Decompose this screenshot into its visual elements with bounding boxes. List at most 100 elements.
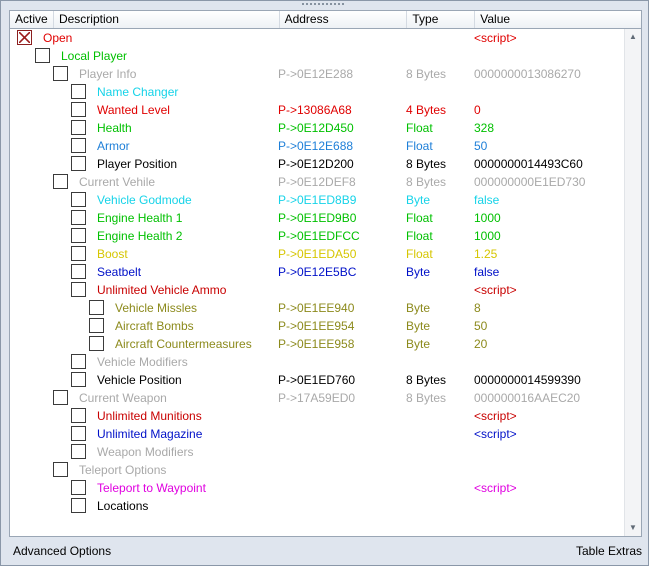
entry-value[interactable]: 50 (474, 139, 488, 153)
entry-type[interactable]: Byte (406, 319, 431, 333)
entry-address[interactable]: P->0E1ED8B9 (278, 193, 357, 207)
entry-type[interactable]: Byte (406, 193, 431, 207)
table-row[interactable]: Seatbelt P->0E12E5BC Byte false (10, 263, 625, 281)
entry-type[interactable]: 8 Bytes (406, 373, 447, 387)
entry-description[interactable]: Open (43, 31, 73, 45)
entry-type[interactable]: Float (406, 121, 433, 135)
entry-type[interactable]: Byte (406, 301, 431, 315)
table-row[interactable]: Weapon Modifiers (10, 443, 625, 461)
entry-type[interactable]: Float (406, 211, 433, 225)
entry-value[interactable]: false (474, 265, 500, 279)
entry-address[interactable]: P->0E12D450 (278, 121, 354, 135)
entry-value[interactable]: 1.25 (474, 247, 498, 261)
entry-type[interactable]: Float (406, 139, 433, 153)
active-checkbox[interactable] (71, 120, 86, 135)
entry-value[interactable]: 1000 (474, 229, 501, 243)
active-checkbox[interactable] (89, 336, 104, 351)
entry-value[interactable]: <script> (474, 409, 517, 423)
entry-description[interactable]: Engine Health 1 (97, 211, 183, 225)
active-checkbox[interactable] (71, 444, 86, 459)
vertical-scrollbar[interactable]: ▲ ▼ (624, 29, 641, 536)
active-checkbox[interactable] (71, 246, 86, 261)
table-row[interactable]: Armor P->0E12E688 Float 50 (10, 137, 625, 155)
entry-description[interactable]: Player Position (97, 157, 178, 171)
entry-description[interactable]: Aircraft Bombs (115, 319, 194, 333)
entry-description[interactable]: Seatbelt (97, 265, 142, 279)
entry-description[interactable]: Armor (97, 139, 130, 153)
table-row[interactable]: Name Changer (10, 83, 625, 101)
entry-type[interactable]: 4 Bytes (406, 103, 447, 117)
entry-address[interactable]: P->0E1ED9B0 (278, 211, 357, 225)
entry-address[interactable]: P->0E12E688 (278, 139, 354, 153)
column-active[interactable]: Active (10, 11, 54, 28)
resize-grip-icon[interactable] (301, 2, 345, 7)
entry-description[interactable]: Local Player (61, 49, 128, 63)
entry-value[interactable]: 8 (474, 301, 481, 315)
entry-description[interactable]: Boost (97, 247, 128, 261)
entry-value[interactable]: 0000000014599390 (474, 373, 581, 387)
entry-value[interactable]: false (474, 193, 500, 207)
entry-description[interactable]: Player Info (79, 67, 137, 81)
entry-value[interactable]: <script> (474, 427, 517, 441)
active-checkbox[interactable] (89, 300, 104, 315)
entry-address[interactable]: P->0E12DEF8 (278, 175, 356, 189)
active-checkbox[interactable] (53, 390, 68, 405)
entry-description[interactable]: Wanted Level (97, 103, 170, 117)
entry-value[interactable]: <script> (474, 283, 517, 297)
active-checkbox-checked-icon[interactable] (17, 30, 32, 45)
entry-type[interactable]: Float (406, 229, 433, 243)
entry-description[interactable]: Vehicle Position (97, 373, 182, 387)
scroll-down-arrow-icon[interactable]: ▼ (629, 523, 637, 532)
active-checkbox[interactable] (71, 138, 86, 153)
active-checkbox[interactable] (89, 318, 104, 333)
entry-address[interactable]: P->0E12E288 (278, 67, 354, 81)
entry-description[interactable]: Teleport to Waypoint (97, 481, 206, 495)
entry-address[interactable]: P->0E1EE954 (278, 319, 355, 333)
entry-type[interactable]: Float (406, 247, 433, 261)
table-row[interactable]: Teleport to Waypoint <script> (10, 479, 625, 497)
active-checkbox[interactable] (71, 372, 86, 387)
active-checkbox[interactable] (71, 210, 86, 225)
entry-value[interactable]: 0000000013086270 (474, 67, 581, 81)
entry-type[interactable]: Byte (406, 337, 431, 351)
entry-address[interactable]: P->0E12D200 (278, 157, 354, 171)
entry-address[interactable]: P->17A59ED0 (278, 391, 356, 405)
entry-address[interactable]: P->0E1EE958 (278, 337, 355, 351)
entry-description[interactable]: Name Changer (97, 85, 179, 99)
entry-description[interactable]: Unlimited Munitions (97, 409, 202, 423)
entry-value[interactable]: <script> (474, 481, 517, 495)
advanced-options-link[interactable]: Advanced Options (13, 544, 112, 558)
active-checkbox[interactable] (71, 498, 86, 513)
active-checkbox[interactable] (71, 84, 86, 99)
active-checkbox[interactable] (71, 354, 86, 369)
entry-value[interactable]: 0 (474, 103, 481, 117)
column-description[interactable]: Description (54, 11, 280, 28)
entry-value[interactable]: 1000 (474, 211, 501, 225)
active-checkbox[interactable] (53, 462, 68, 477)
table-row[interactable]: Unlimited Vehicle Ammo<script> (10, 281, 625, 299)
entry-description[interactable]: Aircraft Countermeasures (115, 337, 252, 351)
table-row[interactable]: Unlimited Munitions <script> (10, 407, 625, 425)
active-checkbox[interactable] (71, 264, 86, 279)
active-checkbox[interactable] (71, 426, 86, 441)
active-checkbox[interactable] (71, 192, 86, 207)
entry-address[interactable]: P->0E12E5BC (278, 265, 357, 279)
entry-value[interactable]: 328 (474, 121, 495, 135)
active-checkbox[interactable] (71, 480, 86, 495)
entry-type[interactable]: Byte (406, 265, 431, 279)
active-checkbox[interactable] (71, 282, 86, 297)
scroll-up-arrow-icon[interactable]: ▲ (629, 32, 637, 41)
entry-type[interactable]: 8 Bytes (406, 175, 447, 189)
entry-description[interactable]: Vehicle Godmode (97, 193, 192, 207)
entry-description[interactable]: Current Vehile (79, 175, 156, 189)
active-checkbox[interactable] (71, 408, 86, 423)
